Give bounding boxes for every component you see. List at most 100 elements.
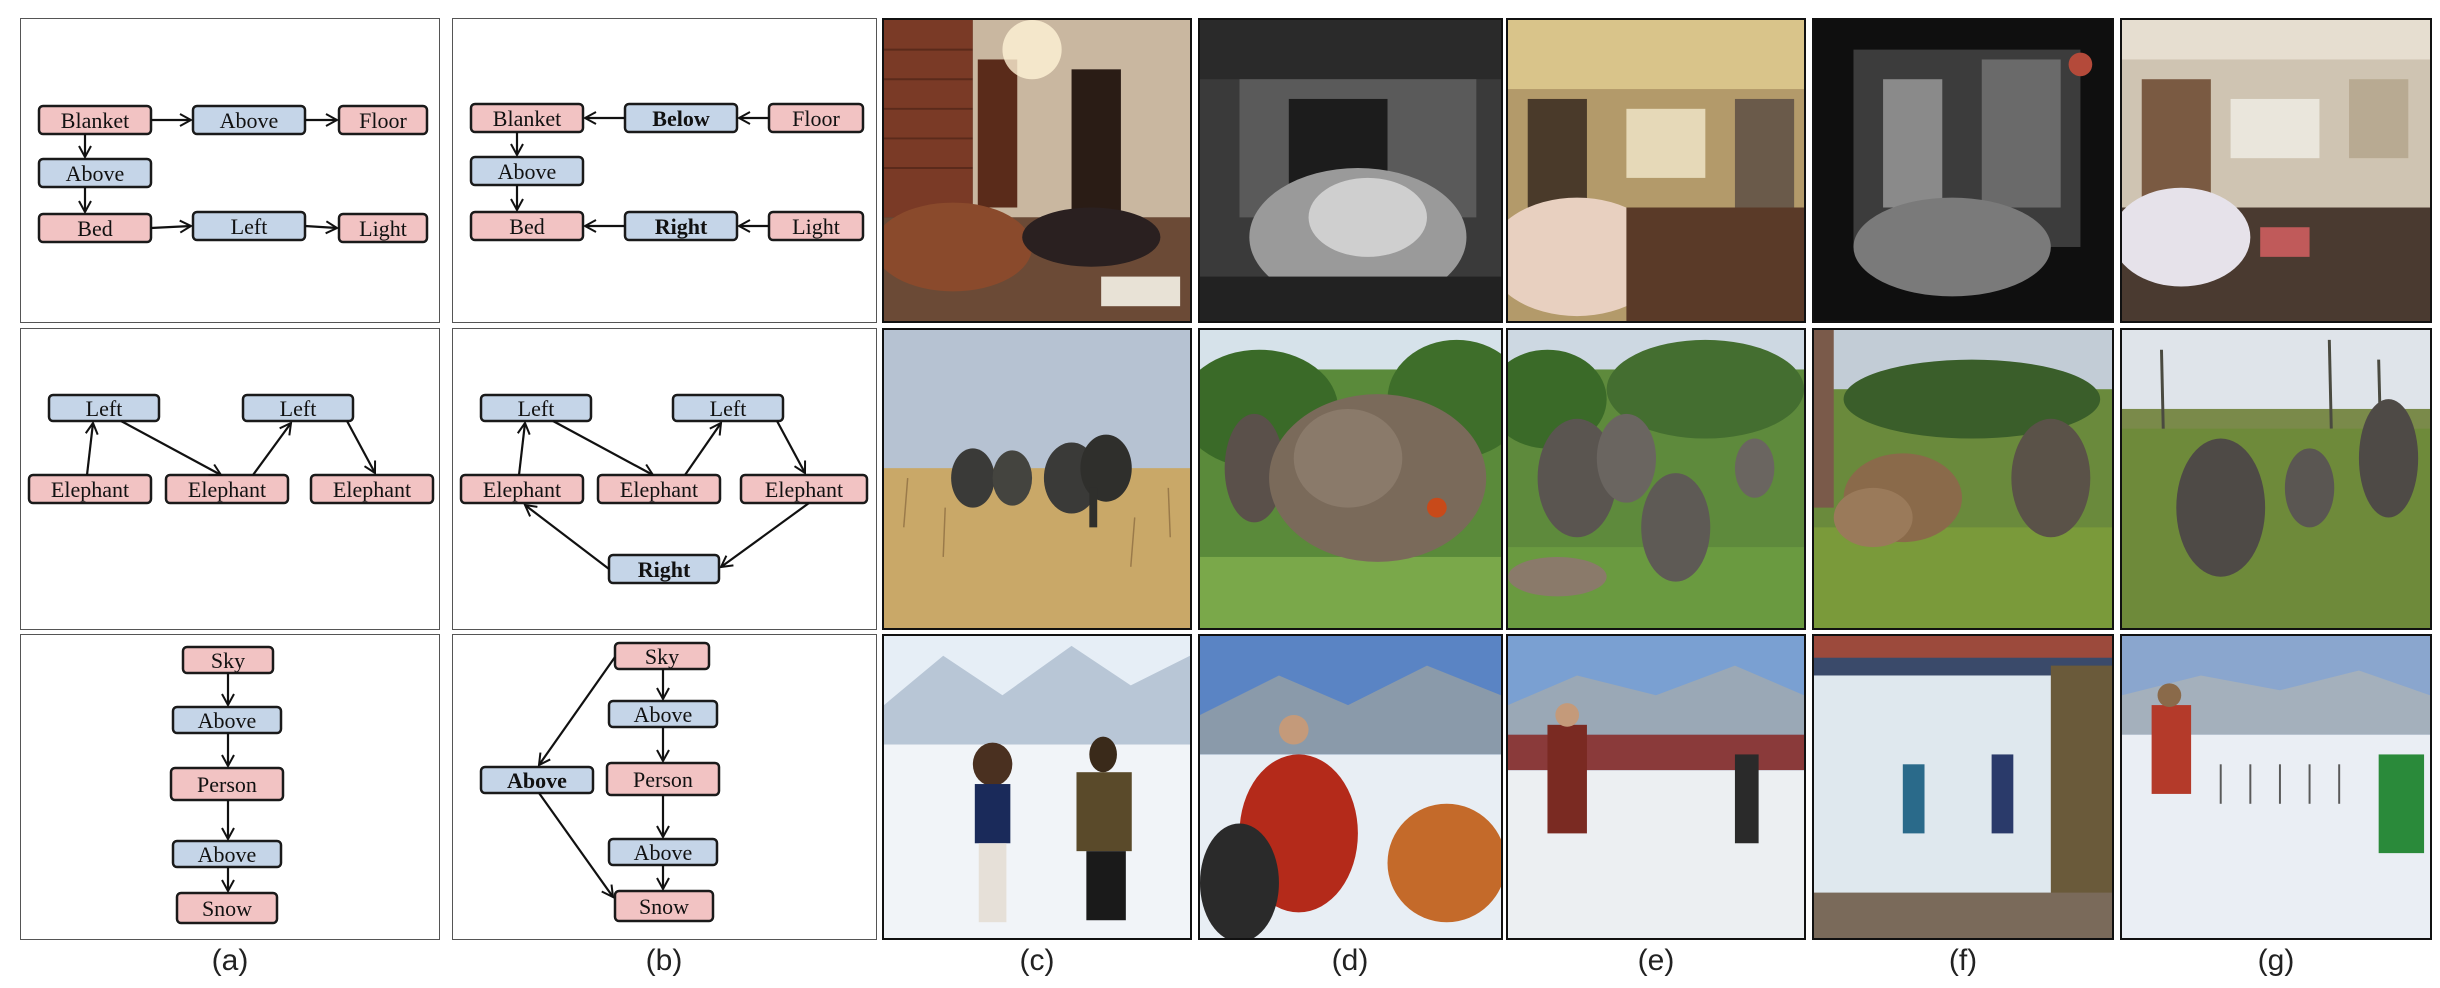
node-left-1: Left — [479, 393, 593, 423]
node-left-2: Left — [671, 393, 785, 423]
svg-text:Right: Right — [638, 557, 691, 582]
node-snow: Snow — [175, 891, 279, 925]
caption-b: (b) — [645, 944, 683, 977]
node-above-1: Above — [171, 705, 283, 735]
node-sky: Sky — [181, 645, 275, 675]
node-elephant-2: Elephant — [164, 473, 290, 505]
node-elephant-3: Elephant — [739, 473, 869, 505]
node-above-side: Above — [479, 765, 595, 795]
svg-text:Left: Left — [231, 214, 268, 239]
node-elephant-3: Elephant — [309, 473, 435, 505]
node-bed: Bed — [37, 212, 153, 244]
edge — [525, 505, 610, 570]
image-row2-f-elephants — [1812, 328, 2114, 630]
caption-d: (d) — [1331, 944, 1369, 977]
scene-graph-a-row1: Blanket Above Floor Above Bed Left Light — [37, 104, 429, 244]
svg-text:Left: Left — [518, 396, 555, 421]
svg-text:Snow: Snow — [202, 896, 252, 921]
edge — [120, 420, 221, 475]
edge — [150, 226, 191, 228]
image-row2-e-elephants — [1506, 328, 1806, 630]
caption-e: (e) — [1637, 944, 1675, 977]
image-row2-g-elephants — [2120, 328, 2432, 630]
edge — [519, 423, 525, 476]
node-bed: Bed — [469, 210, 585, 242]
svg-text:Bed: Bed — [77, 216, 112, 241]
scene-graph-b-row2: Left Left Elephant Elephant Elephant Rig… — [459, 393, 869, 585]
node-below: Below — [623, 102, 739, 134]
node-elephant-1: Elephant — [459, 473, 585, 505]
caption-a: (a) — [211, 944, 249, 977]
graph-panel-a-row2: Left Left Elephant Elephant Elephant — [20, 328, 440, 630]
scene-graph-b-row1: Blanket Below Floor Above Bed Right Ligh… — [469, 102, 865, 242]
svg-text:Elephant: Elephant — [188, 477, 266, 502]
svg-text:Above: Above — [634, 702, 693, 727]
node-right: Right — [623, 210, 739, 242]
svg-text:Person: Person — [633, 767, 693, 792]
edge — [552, 420, 653, 475]
node-above: Above — [469, 155, 585, 187]
image-row1-d-bedroom — [1198, 18, 1503, 323]
node-person: Person — [169, 766, 285, 802]
node-left: Left — [191, 210, 307, 242]
node-floor: Floor — [337, 104, 429, 136]
node-light: Light — [767, 210, 865, 242]
node-right: Right — [607, 553, 721, 585]
edge — [346, 420, 375, 473]
node-light: Light — [337, 212, 429, 244]
image-row1-g-bedroom — [2120, 18, 2432, 323]
svg-text:Bed: Bed — [509, 214, 544, 239]
svg-text:Elephant: Elephant — [483, 477, 561, 502]
svg-text:Right: Right — [655, 214, 708, 239]
image-row3-g-skiers — [2120, 634, 2432, 940]
edge — [721, 502, 810, 567]
svg-text:Above: Above — [66, 161, 125, 186]
node-elephant-2: Elephant — [596, 473, 722, 505]
edge — [776, 420, 805, 473]
svg-text:Blanket: Blanket — [61, 108, 129, 133]
caption-f: (f) — [1948, 944, 1978, 977]
graph-panel-a-row3: Sky Above Person Above Snow — [20, 634, 440, 940]
image-row1-f-bedroom — [1812, 18, 2114, 323]
caption-g: (g) — [2257, 944, 2295, 977]
node-blanket: Blanket — [469, 102, 585, 134]
node-floor: Floor — [767, 102, 865, 134]
node-above-1: Above — [607, 699, 719, 729]
svg-text:Above: Above — [634, 840, 693, 865]
image-row3-f-skiers — [1812, 634, 2114, 940]
caption-c: (c) — [1019, 944, 1055, 977]
scene-graph-b-row3: Sky Above Person Above Above Snow — [479, 641, 721, 923]
svg-text:Light: Light — [359, 216, 407, 241]
node-blanket: Blanket — [37, 104, 153, 136]
graph-panel-b-row2: Left Left Elephant Elephant Elephant Rig… — [452, 328, 877, 630]
svg-text:Floor: Floor — [359, 108, 407, 133]
node-snow: Snow — [613, 889, 715, 923]
node-above-2: Above — [171, 839, 283, 869]
svg-text:Blanket: Blanket — [493, 106, 561, 131]
svg-text:Left: Left — [86, 396, 123, 421]
scene-graph-a-row3: Sky Above Person Above Snow — [169, 645, 285, 925]
edge — [684, 423, 721, 476]
node-above-2: Above — [607, 837, 719, 867]
svg-text:Above: Above — [498, 159, 557, 184]
svg-text:Above: Above — [220, 108, 279, 133]
svg-text:Above: Above — [198, 708, 257, 733]
svg-text:Snow: Snow — [639, 894, 689, 919]
svg-text:Person: Person — [197, 772, 257, 797]
svg-text:Above: Above — [507, 768, 567, 793]
edge — [252, 423, 291, 476]
svg-text:Floor: Floor — [792, 106, 840, 131]
svg-text:Light: Light — [792, 214, 840, 239]
svg-text:Sky: Sky — [211, 648, 245, 673]
node-left-2: Left — [241, 393, 355, 423]
node-above-2: Above — [37, 157, 153, 189]
edge — [539, 656, 616, 765]
svg-text:Left: Left — [710, 396, 747, 421]
image-row2-d-elephants — [1198, 328, 1503, 630]
svg-text:Above: Above — [198, 842, 257, 867]
edge — [538, 792, 613, 897]
scene-graph-a-row2: Left Left Elephant Elephant Elephant — [27, 393, 435, 505]
image-row3-e-skiers — [1506, 634, 1806, 940]
svg-text:Elephant: Elephant — [765, 477, 843, 502]
svg-text:Left: Left — [280, 396, 317, 421]
